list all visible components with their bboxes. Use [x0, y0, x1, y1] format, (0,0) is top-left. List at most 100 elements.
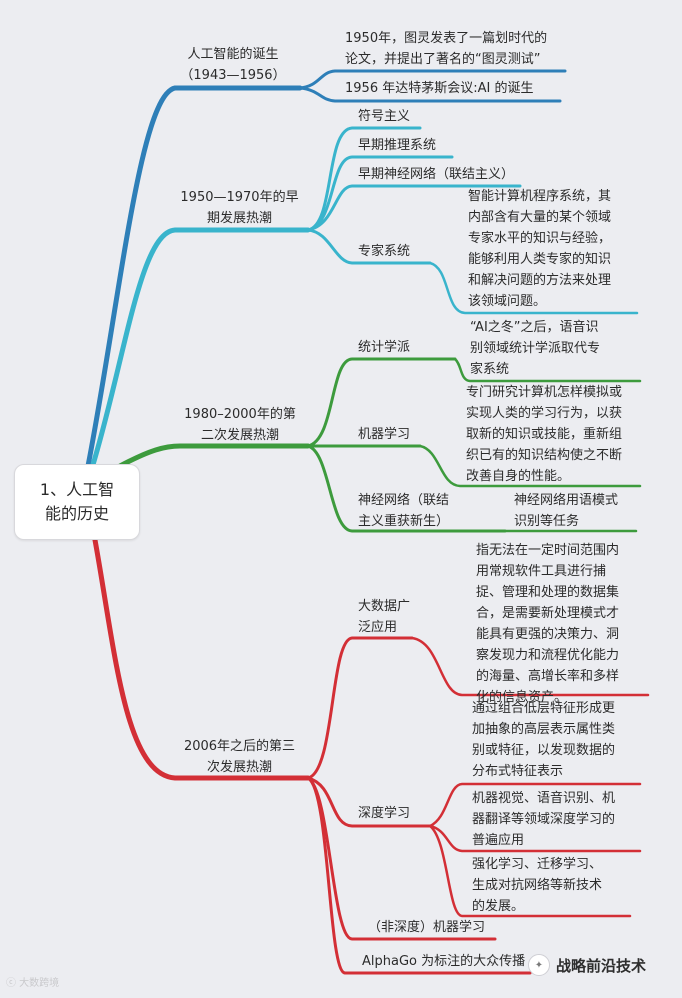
branch3-leaf3-line-2: 主义重获新生） — [358, 514, 450, 529]
b4desc2b-line-1: 机器视觉、语音识别、机 — [472, 791, 616, 806]
branch4-leaf1-line — [306, 636, 414, 780]
branch3-leaf1: 统计学派 — [358, 340, 411, 355]
watermark-left: ⓒ 大数跨境 — [6, 978, 60, 989]
b4desc1-line-8: 化的信息资产。 — [476, 690, 568, 705]
b4desc1-line-3: 捉、管理和处理的数据集 — [476, 585, 620, 600]
branch3-trunk — [117, 443, 311, 469]
branch2-leaf3-line — [306, 184, 522, 232]
b3desc3-line-1: 神经网络用语模式 — [514, 493, 619, 508]
root-line-2: 能的历史 — [44, 504, 109, 523]
b4desc2b-line-3: 普遍应用 — [472, 833, 525, 848]
b4desc1-line-5: 能具有更强的决策力、洞 — [476, 627, 620, 642]
b3desc2-line-4: 织已有的知识结构使之不断 — [466, 448, 623, 463]
branch2-leaf3: 早期神经网络（联结主义） — [358, 167, 515, 182]
b3desc2-line-2: 实现人类的学习行为，以获 — [466, 406, 623, 421]
b4desc1-line-7: 的海量、高增长率和多样 — [476, 669, 620, 684]
branch2-leaf1: 符号主义 — [358, 109, 411, 124]
b4desc1-line-4: 合，是需要新处理模式才 — [476, 606, 620, 621]
branch3-label-line-1: 1980–2000年的第 — [184, 407, 296, 422]
branch4-label-line-2: 次发展热潮 — [206, 760, 272, 775]
branch1-leaf1: 1950年，图灵发表了一篇划时代的 论文，并提出了著名的“图灵测试” — [345, 28, 547, 70]
branch4-leaf1: 大数据广 泛应用 — [358, 596, 410, 638]
branch2-label-line-1: 1950—1970年的早 — [180, 190, 299, 205]
b3desc3-line-2: 识别等任务 — [514, 514, 580, 529]
wechat-icon: ✦ — [528, 954, 550, 976]
branch4-leaf1-desc-line — [410, 636, 650, 697]
b3desc1-line-3: 家系统 — [470, 362, 510, 377]
b2desc-line-2: 内部含有大量的某个领域 — [468, 210, 612, 225]
branch3-leaf3-line — [306, 444, 507, 533]
b4desc2a-line-1: 通过组合低层特征形成更 — [472, 701, 616, 716]
branch2-leaf4-line — [306, 228, 432, 265]
branch1-label: 人工智能的诞生 （1943—1956） — [168, 44, 298, 86]
branch3-label-line-2: 二次发展热潮 — [200, 428, 279, 443]
branch1-leaf1-line — [298, 69, 567, 90]
branch3-label: 1980–2000年的第 二次发展热潮 — [174, 404, 306, 446]
root-line-1: 1、人工智 — [39, 480, 115, 499]
branch1-connectors — [85, 69, 567, 469]
b3desc2-line-1: 专门研究计算机怎样模拟或 — [466, 385, 623, 400]
branch3-leaf2-desc-line — [418, 444, 642, 488]
b3desc2-line-5: 改善自身的性能。 — [466, 469, 571, 484]
b4desc1-line-6: 察发现力和流程优化能力 — [476, 648, 620, 663]
branch3-leaf3-description: 神经网络用语模式识别等任务 — [514, 490, 618, 532]
branch1-trunk — [85, 85, 303, 469]
branch4-trunk — [92, 537, 311, 781]
branch1-leaf1-line-1: 1950年，图灵发表了一篇划时代的 — [345, 31, 548, 46]
branch3-leaf1-description: “AI之冬”之后，语音识别领域统计学派取代专家系统 — [470, 317, 600, 380]
branch2-leaf4: 专家系统 — [358, 244, 411, 259]
b4desc2b-line-2: 器翻译等领域深度学习的 — [472, 812, 616, 827]
branch1-label-line-2: （1943—1956） — [180, 68, 286, 83]
b2desc-line-3: 专家水平的知识与经验， — [468, 231, 612, 246]
branch2-leaf2: 早期推理系统 — [358, 138, 437, 153]
b2desc-line-6: 该领域问题。 — [468, 294, 547, 309]
branch4-leaf1-line-1: 大数据广 — [358, 599, 411, 614]
branch4-leaf1-line-2: 泛应用 — [358, 620, 398, 635]
branch4-connectors — [92, 537, 650, 975]
branch4-leaf2-description-3: 强化学习、迁移学习、生成对抗网络等新技术的发展。 — [472, 854, 602, 917]
branch4-leaf2: 深度学习 — [358, 806, 411, 821]
b4desc1-line-1: 指无法在一定时间范围内 — [476, 543, 620, 558]
branch4-leaf2-line — [306, 776, 432, 828]
b4desc2a-line-2: 加抽象的高层表示属性类 — [472, 722, 616, 737]
b3desc1-line-1: “AI之冬”之后，语音识 — [470, 320, 599, 335]
branch2-label: 1950—1970年的早 期发展热潮 — [172, 187, 307, 229]
branch3-leaf2: 机器学习 — [358, 427, 411, 442]
branch4-leaf4: AlphaGo 为标注的大众传播 — [362, 954, 526, 969]
b4desc2a-line-3: 别或特征，以发现数据的 — [472, 743, 616, 758]
b4desc2a-line-4: 分布式特征表示 — [472, 764, 564, 779]
branch4-leaf2-desc3-line — [428, 824, 632, 918]
b4desc2c-line-1: 强化学习、迁移学习、 — [472, 857, 603, 872]
b3desc1-line-2: 别领域统计学派取代专 — [470, 341, 601, 356]
brand-name: 战略前沿技术 — [556, 956, 647, 975]
branch4-leaf2-description-1: 通过组合低层特征形成更加抽象的高层表示属性类别或特征，以发现数据的分布式特征表示 — [472, 698, 615, 782]
branch3-leaf1-line — [306, 357, 457, 448]
branch4-label-line-1: 2006年之后的第三 — [183, 739, 296, 754]
branch1-leaf2: 1956 年达特茅斯会议:AI 的诞生 — [345, 81, 534, 96]
branch1-leaf1-line-2: 论文，并提出了著名的“图灵测试” — [345, 52, 541, 67]
branch3-leaf2-description: 专门研究计算机怎样模拟或实现人类的学习行为，以获取新的知识或技能，重新组织已有的… — [466, 382, 622, 487]
branch2-leaf4-description: 智能计算机程序系统，其内部含有大量的某个领域专家水平的知识与经验，能够利用人类专… — [468, 186, 611, 312]
b4desc2c-line-3: 的发展。 — [472, 899, 525, 914]
branch2-connectors — [89, 126, 639, 471]
b2desc-line-4: 能够利用人类专家的知识 — [468, 252, 612, 267]
branch4-label: 2006年之后的第三 次发展热潮 — [172, 736, 307, 778]
branch2-leaf4-desc-line — [428, 261, 639, 315]
branch4-leaf4-line — [306, 776, 532, 975]
b4desc2c-line-2: 生成对抗网络等新技术 — [472, 878, 603, 893]
branch2-label-line-2: 期发展热潮 — [206, 211, 272, 226]
branch3-leaf3-line-1: 神经网络（联结 — [358, 493, 450, 508]
branch4-leaf3: （非深度）机器学习 — [368, 920, 486, 935]
branch1-leaf2-line — [298, 86, 562, 103]
branch1-label-line-1: 人工智能的诞生 — [187, 47, 279, 62]
branch4-leaf2-desc1-line — [428, 782, 642, 828]
b4desc1-line-2: 用常规软件工具进行捕 — [476, 564, 607, 579]
branch4-leaf1-description: 指无法在一定时间范围内用常规软件工具进行捕捉、管理和处理的数据集合，是需要新处理… — [476, 540, 619, 708]
branch3-leaf1-desc-line — [453, 357, 642, 383]
branch2-trunk — [89, 227, 311, 471]
root-node: 1、人工智 能的历史 — [14, 464, 140, 540]
branch4-leaf2-description-2: 机器视觉、语音识别、机器翻译等领域深度学习的普遍应用 — [472, 788, 615, 851]
b2desc-line-5: 和解决问题的方法来处理 — [468, 273, 612, 288]
